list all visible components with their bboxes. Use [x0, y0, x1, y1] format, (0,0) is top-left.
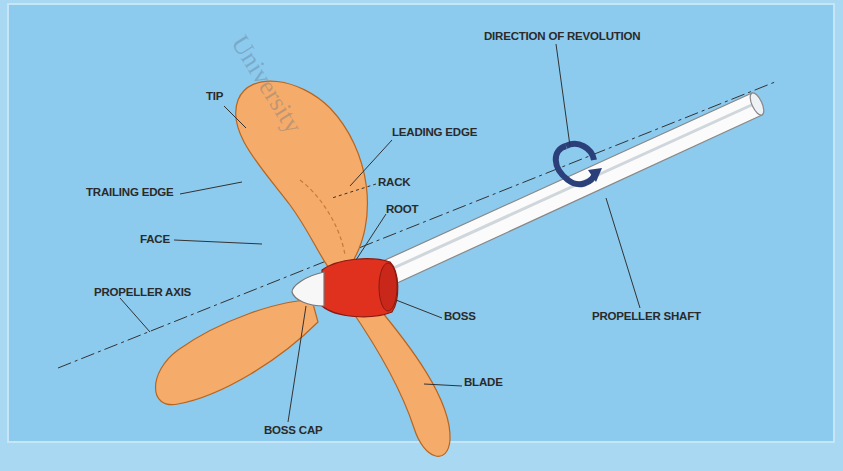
direction-label: DIRECTION OF REVOLUTION	[484, 30, 640, 43]
part-label: BOSS CAP	[264, 424, 322, 437]
part-label: BLADE	[464, 376, 503, 389]
part-label: TRAILING EDGE	[86, 186, 174, 199]
part-label: PROPELLER SHAFT	[592, 310, 701, 323]
part-label: BOSS	[444, 310, 476, 323]
boss	[322, 259, 398, 317]
part-label: TIP	[206, 90, 223, 103]
lower-right-blade	[350, 300, 450, 456]
part-label: ROOT	[386, 203, 418, 216]
revolution-arrow	[556, 144, 602, 184]
part-label: FACE	[140, 233, 170, 246]
part-label: RACK	[378, 176, 410, 189]
propeller-axis-line	[58, 82, 775, 368]
boss-cap	[292, 272, 324, 306]
part-label: PROPELLER AXIS	[94, 286, 191, 299]
part-label: LEADING EDGE	[392, 126, 477, 139]
leader-lines	[120, 44, 640, 422]
propeller-shaft	[372, 91, 767, 290]
rack-line	[300, 180, 345, 255]
